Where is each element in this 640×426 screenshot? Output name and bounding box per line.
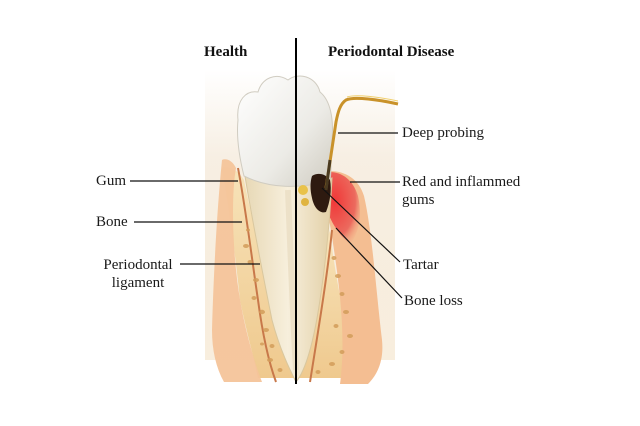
healthy-bone-pores: [243, 228, 283, 372]
header-health: Health: [204, 44, 248, 60]
label-red-inflamed-line1: Red and inflammed: [402, 174, 521, 190]
tooth-crown: [237, 75, 333, 187]
label-red-inflamed-gums: Red and inflammed gums: [402, 173, 520, 209]
label-periodontal-ligament-line2: ligament: [111, 275, 165, 291]
healthy-ligament: [237, 167, 277, 383]
tartar-spot: [301, 198, 309, 206]
tartar-spot: [298, 185, 308, 195]
dental-probe: [324, 96, 399, 189]
diseased-bone-pores: [315, 256, 353, 374]
bone-loss-leader: [335, 227, 403, 299]
header-periodontal-disease: Periodontal Disease: [328, 44, 455, 60]
label-red-inflamed-line2: gums: [402, 192, 435, 208]
diseased-ligament: [309, 229, 333, 383]
healthy-gum: [212, 159, 262, 382]
label-deep-probing: Deep probing: [402, 125, 485, 141]
dental-probe-highlight: [346, 95, 399, 102]
probe-tip: [324, 159, 332, 191]
label-bone-loss: Bone loss: [404, 293, 463, 309]
label-bone: Bone: [96, 214, 128, 230]
tartar-leader: [321, 187, 401, 263]
label-gum: Gum: [96, 173, 126, 189]
root-canal: [285, 189, 299, 371]
label-periodontal-ligament-line1: Periodontal: [103, 257, 173, 273]
label-tartar: Tartar: [403, 257, 439, 273]
label-periodontal-ligament: Periodontal ligament: [94, 256, 182, 292]
